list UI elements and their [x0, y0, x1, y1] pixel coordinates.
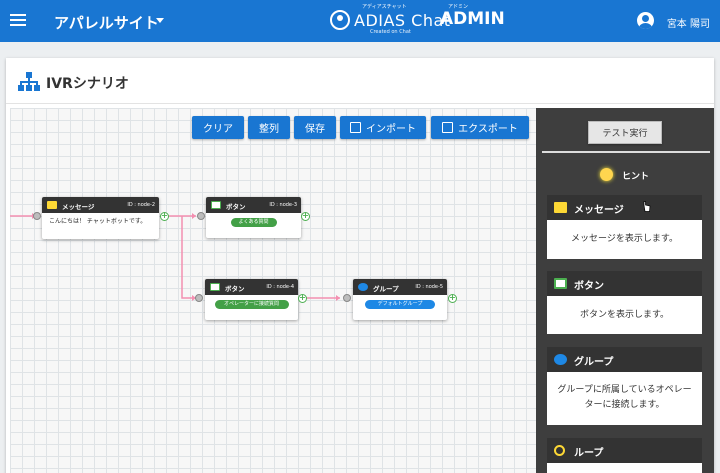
logo-mark-icon [330, 10, 350, 30]
save-button[interactable]: 保存 [294, 116, 336, 139]
clear-button[interactable]: クリア [192, 116, 244, 139]
export-icon [442, 122, 454, 133]
loop-icon [554, 445, 565, 456]
clear-button-label: クリア [203, 124, 233, 135]
node-id: ID : node-2 [127, 202, 155, 208]
button-icon [554, 278, 567, 289]
button-icon [211, 201, 221, 209]
import-icon [350, 122, 361, 133]
hint-card-header[interactable]: ボタン [547, 271, 702, 296]
user-avatar-icon[interactable] [637, 12, 654, 29]
hint-card-group[interactable]: グループ グループに所属しているオペレーターに接続します。 [547, 347, 702, 425]
hint-card-header[interactable]: メッセージ [547, 195, 702, 220]
user-name[interactable]: 宮本 陽司 [666, 19, 710, 30]
mouse-cursor-icon [643, 201, 651, 212]
node-id: ID : node-4 [266, 284, 294, 290]
button-icon [210, 283, 220, 291]
group-icon [358, 283, 368, 291]
node-header[interactable]: グループ ID : node-5 [353, 279, 447, 295]
arrange-button-label: 整列 [259, 124, 279, 135]
hint-card-message[interactable]: メッセージ メッセージを表示します。 [547, 195, 702, 259]
node-id: ID : node-5 [415, 284, 443, 290]
hint-card-header[interactable]: グループ [547, 347, 702, 372]
node-input-port[interactable] [33, 212, 41, 220]
node-input-port[interactable] [343, 294, 351, 302]
hint-card-title: メッセージ [574, 205, 624, 216]
message-icon [47, 201, 57, 209]
card-header: IVRシナリオ [6, 58, 714, 104]
hint-card-text: ボタンを表示します。 [579, 310, 670, 320]
add-output-icon[interactable]: + [448, 293, 457, 303]
hint-card-button[interactable]: ボタン ボタンを表示します。 [547, 271, 702, 334]
group-icon [554, 354, 567, 365]
node-title: グループ [373, 285, 399, 293]
import-button-label: インポート [366, 124, 416, 135]
hint-card-title: ループ [574, 448, 604, 459]
add-output-icon[interactable]: + [298, 293, 307, 303]
node-button-pill[interactable]: オペレーターに接続質問 [214, 300, 289, 309]
logo-ruby-brand: アディアスチャット [362, 4, 407, 10]
flow-node-group[interactable]: グループ ID : node-5 デフォルトグループ [353, 279, 447, 320]
node-title: メッセージ [62, 203, 95, 211]
message-icon [554, 202, 567, 213]
save-button-label: 保存 [305, 124, 325, 135]
test-run-button[interactable]: テスト実行 [588, 121, 662, 144]
export-button-label: エクスポート [458, 124, 518, 135]
node-id: ID : node-3 [269, 202, 297, 208]
add-output-icon[interactable]: + [160, 211, 169, 221]
arrange-button[interactable]: 整列 [248, 116, 290, 139]
node-input-port[interactable] [197, 212, 205, 220]
hint-label: ヒント [622, 172, 650, 182]
app-bar: アパレルサイト アディアスチャット アドミン ADIAS Chat ADMIN … [0, 0, 720, 42]
logo-tagline: Created on Chat [370, 29, 411, 35]
import-button[interactable]: インポート [340, 116, 426, 139]
node-button-pill[interactable]: よくある質問 [230, 218, 277, 227]
hint-card-title: グループ [574, 357, 614, 368]
logo-brand-text: ADIAS Chat [354, 11, 451, 30]
node-title: ボタン [226, 203, 246, 211]
app-logo: アディアスチャット アドミン ADIAS Chat ADMIN Created … [330, 4, 505, 36]
add-output-icon[interactable]: + [301, 211, 310, 221]
hamburger-menu-icon[interactable] [10, 14, 26, 28]
sitemap-icon [18, 72, 40, 91]
flow-node-button[interactable]: ボタン ID : node-4 オペレーターに接続質問 [205, 279, 298, 320]
hint-card-text: グループに所属しているオペレーターに接続します。 [557, 385, 692, 410]
node-input-port[interactable] [195, 294, 203, 302]
chevron-down-icon[interactable] [156, 18, 164, 23]
hint-card-title: ボタン [574, 281, 604, 292]
node-group-pill[interactable]: デフォルトグループ [365, 300, 435, 309]
node-header[interactable]: メッセージ ID : node-2 [42, 197, 159, 213]
page-title: IVRシナリオ [46, 76, 129, 92]
flow-node-button[interactable]: ボタン ID : node-3 よくある質問 [206, 197, 301, 238]
logo-ruby-admin: アドミン [448, 4, 469, 10]
node-header[interactable]: ボタン ID : node-3 [206, 197, 301, 213]
node-header[interactable]: ボタン ID : node-4 [205, 279, 298, 295]
logo-admin-text: ADMIN [440, 9, 505, 29]
panel-divider [542, 151, 710, 153]
export-button[interactable]: エクスポート [431, 116, 529, 139]
hint-card-loop[interactable]: ループ [547, 438, 702, 473]
lightbulb-icon [600, 168, 613, 181]
hint-card-text: メッセージを表示します。 [571, 234, 678, 244]
flow-node-message[interactable]: メッセージ ID : node-2 こんにちは！ チャットボットです。 [42, 197, 159, 239]
hint-card-header[interactable]: ループ [547, 438, 702, 463]
site-selector-label[interactable]: アパレルサイト [54, 14, 159, 32]
node-title: ボタン [225, 285, 245, 293]
node-message-text: こんにちは！ チャットボットです。 [49, 218, 147, 225]
